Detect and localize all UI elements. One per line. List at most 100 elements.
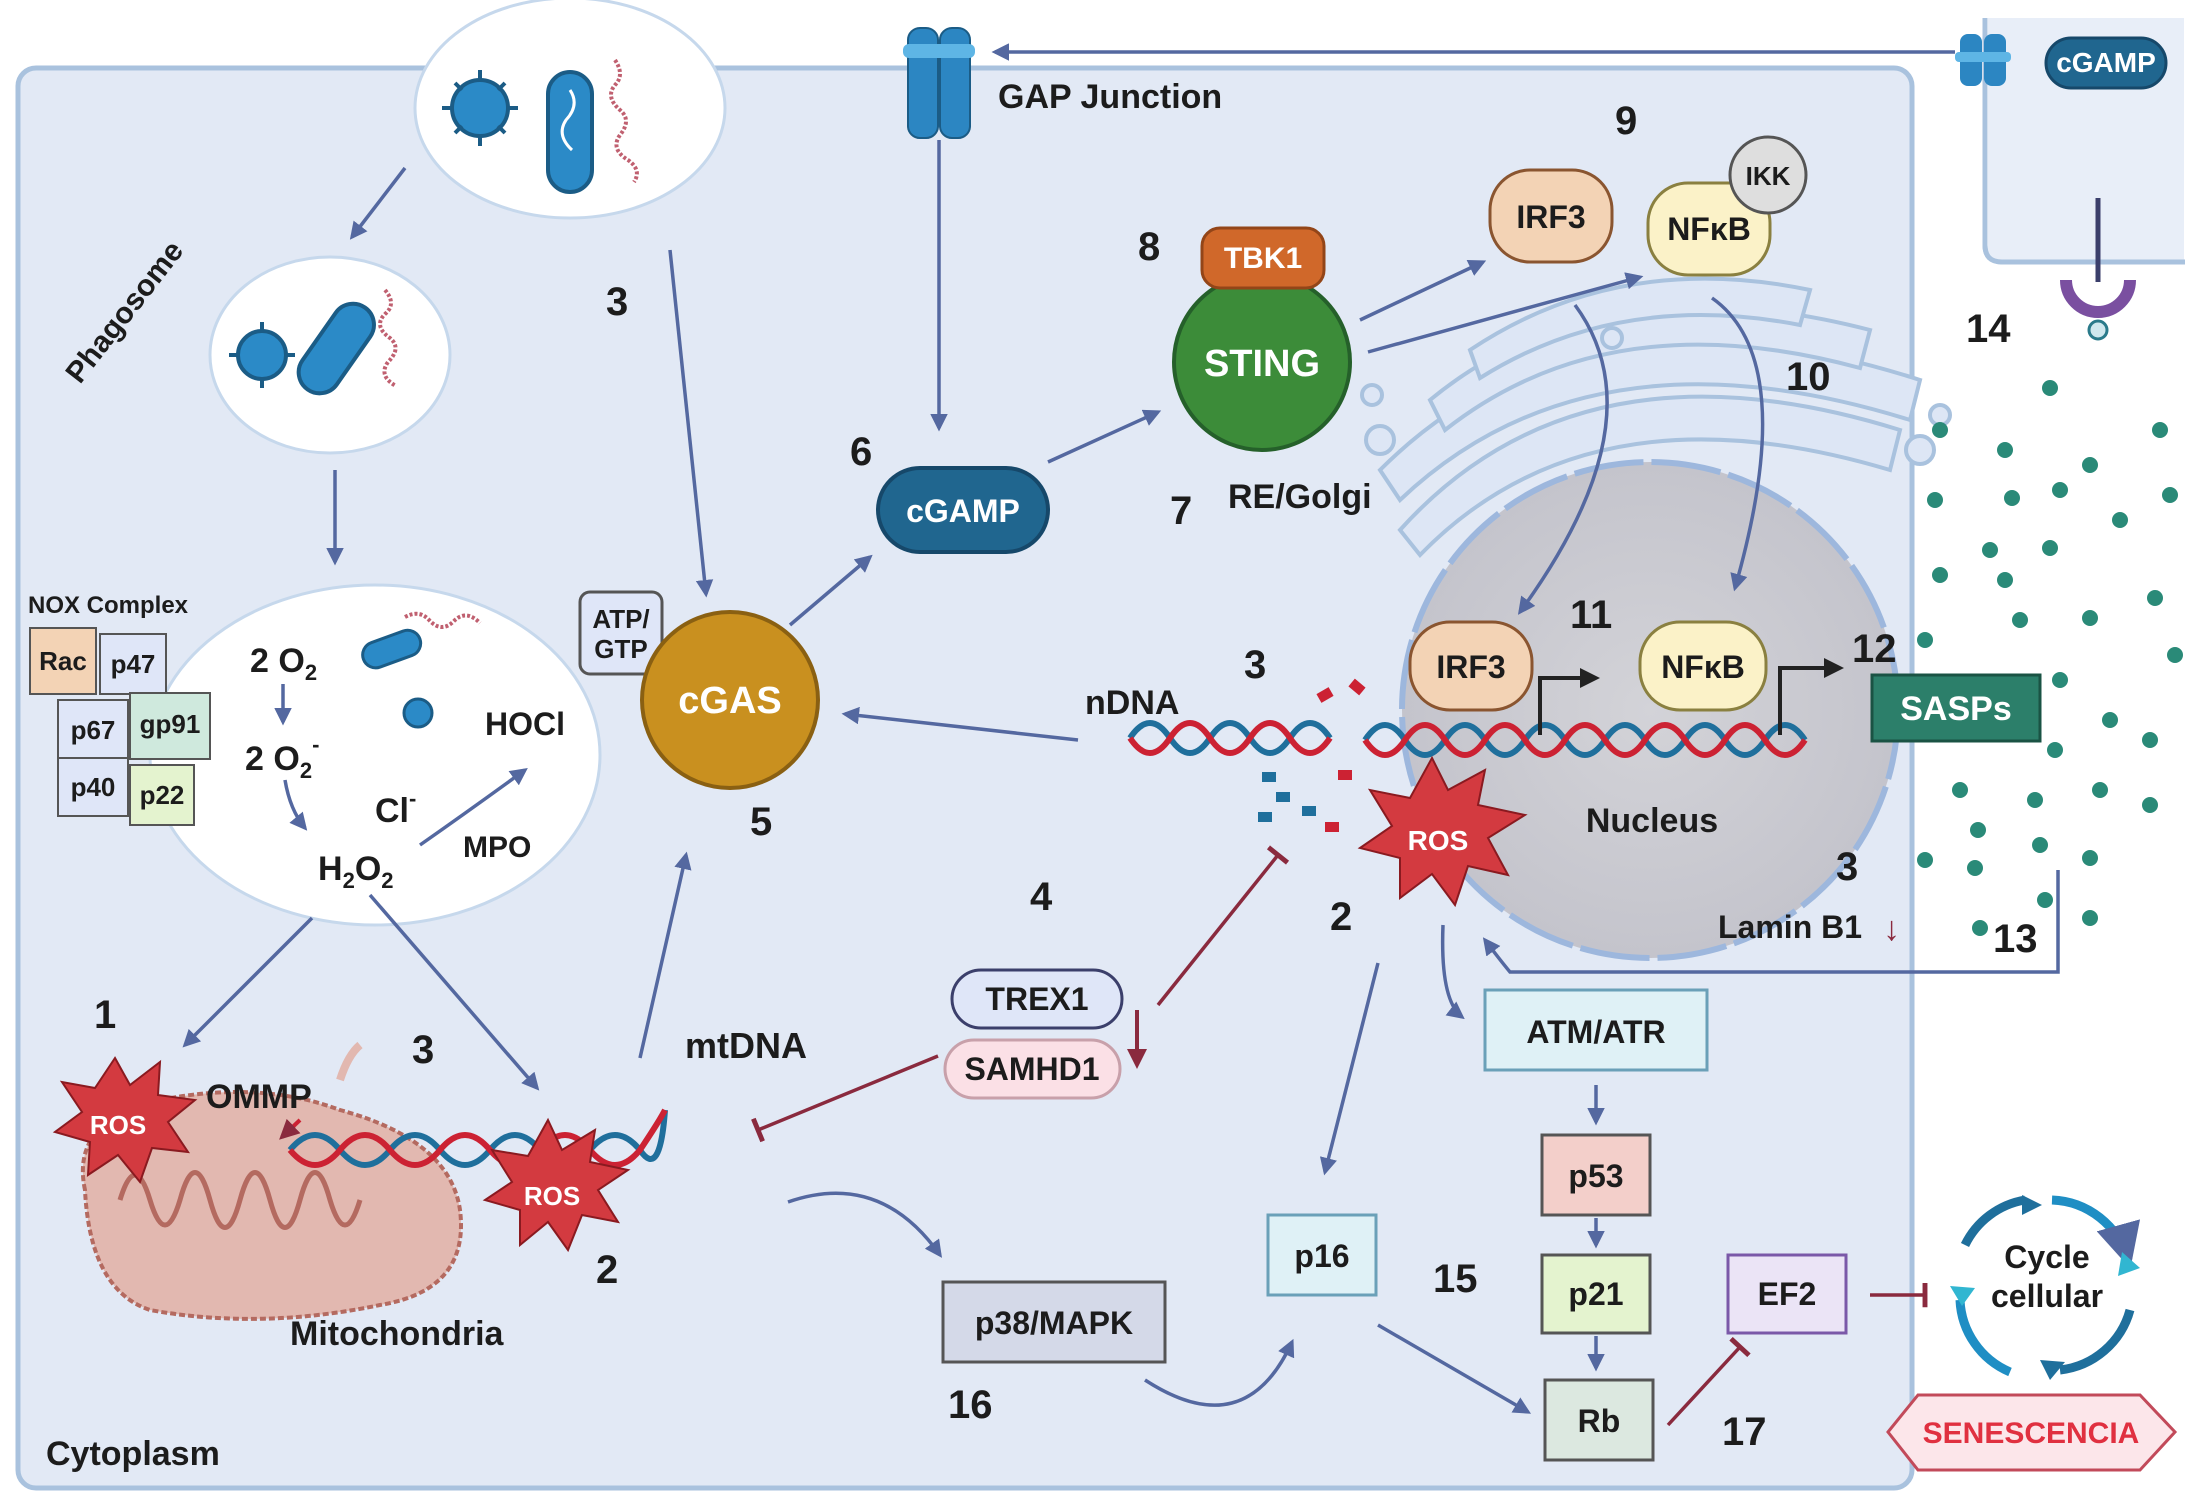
svg-text:Rb: Rb: [1578, 1403, 1621, 1439]
svg-text:p38/MAPK: p38/MAPK: [975, 1305, 1133, 1341]
gap-junction-channel-icon: [903, 27, 975, 139]
svg-text:SENESCENCIA: SENESCENCIA: [1923, 1417, 2140, 1450]
cycle-label-line1: Cycle: [2004, 1239, 2089, 1275]
golgi-icon: [1360, 276, 1952, 559]
rna-strand-icon: [404, 611, 482, 629]
rb-node: Rb: [1543, 1378, 1655, 1462]
gap-junction-label: GAP Junction: [998, 78, 1222, 116]
neighbor-channel-icon: [1955, 34, 2011, 86]
virus-icon: [442, 70, 518, 146]
lamin-b1-label: Lamin B1: [1718, 909, 1862, 945]
svg-text:cGAS: cGAS: [678, 680, 781, 722]
sasps-node: SASPs: [1870, 673, 2042, 743]
rna-strand-icon: [609, 58, 639, 184]
svg-text:p22: p22: [140, 780, 185, 810]
mitochondria-label: Mitochondria: [290, 1315, 505, 1353]
mpo-label: MPO: [463, 831, 531, 864]
nox-complex-label: NOX Complex: [28, 592, 189, 619]
step-6: 6: [850, 430, 872, 474]
ros-burst-icon: ROS: [482, 1117, 631, 1253]
hocl-label: HOCl: [485, 706, 565, 742]
ndna-helix: [1127, 720, 1333, 756]
irf3-node: IRF3: [1488, 168, 1614, 264]
svg-text:Rac: Rac: [39, 646, 87, 676]
svg-text:ROS: ROS: [524, 1181, 580, 1211]
svg-text:EF2: EF2: [1758, 1276, 1817, 1312]
svg-text:IRF3: IRF3: [1436, 649, 1505, 685]
svg-text:SASPs: SASPs: [1900, 690, 2012, 728]
lamin-decrease-arrow: ↓: [1883, 910, 1900, 948]
ef2-node: EF2: [1726, 1253, 1848, 1335]
svg-text:p47: p47: [111, 649, 156, 679]
svg-text:ROS: ROS: [1408, 825, 1469, 856]
cgas-node: cGAS: [640, 610, 820, 790]
svg-text:STING: STING: [1204, 343, 1320, 385]
step-5: 5: [750, 800, 772, 844]
svg-text:gp91: gp91: [140, 709, 201, 739]
ros-burst-icon: ROS: [52, 1056, 198, 1185]
ndna-label: nDNA: [1085, 684, 1179, 722]
svg-text:p16: p16: [1294, 1238, 1349, 1274]
chloride-label: Cl-: [375, 786, 416, 830]
h2o2-label: H2O2: [318, 850, 394, 893]
cgamp-extracellular: cGAMP: [2044, 36, 2168, 90]
step-7: 7: [1170, 489, 1192, 533]
step-17: 17: [1722, 1410, 1767, 1454]
samhd1-inhibits-mtdna: [751, 1054, 939, 1143]
step-numbers: 1 2 2 3 3 3 3 4 5 6 7 8 9 10 11 12 13 14…: [94, 99, 2038, 1454]
nfkb-node: NFκB: [1646, 181, 1772, 277]
step-1: 1: [94, 993, 116, 1037]
cycle-label-line2: cellular: [1991, 1278, 2103, 1314]
svg-text:GTP: GTP: [594, 634, 647, 664]
senescence-badge: SENESCENCIA: [1886, 1393, 2178, 1472]
trex1-inhibits-ndna: [1156, 845, 1290, 1007]
step-13: 13: [1993, 917, 2038, 961]
svg-text:IRF3: IRF3: [1516, 199, 1585, 235]
samhd1-node: SAMHD1: [943, 1038, 1122, 1100]
atp-gtp-box: ATP/ GTP: [578, 590, 664, 676]
svg-text:NFκB: NFκB: [1667, 211, 1751, 247]
virus-icon: [402, 697, 434, 729]
p21-node: p21: [1540, 1253, 1652, 1335]
cell-cycle-icon: [1950, 1195, 2141, 1380]
dna-fragments-icon: [1258, 678, 1366, 832]
rna-strand-icon: [378, 288, 398, 388]
step-2-mito: 2: [596, 1248, 618, 1292]
sasp-particles: [1917, 380, 2183, 936]
nox-subunit-gp91: gp91: [129, 692, 211, 760]
step-10: 10: [1786, 355, 1831, 399]
bacterium-icon: [296, 301, 376, 396]
superoxide-label: 2 O2-: [245, 732, 319, 783]
bacterium-icon: [361, 628, 423, 670]
svg-text:cGAMP: cGAMP: [2056, 47, 2156, 78]
sasp-receptor-icon: [2060, 198, 2136, 341]
svg-text:ROS: ROS: [90, 1110, 146, 1140]
svg-text:ATP/: ATP/: [592, 604, 649, 634]
svg-text:IKK: IKK: [1746, 161, 1791, 191]
ommp-label: OMMP: [206, 1078, 312, 1116]
nuclear-dna-helix: [1362, 722, 1808, 758]
ikk-node: IKK: [1728, 135, 1808, 215]
step-3-lamin: 3: [1836, 845, 1858, 889]
nox-subunit-p40: p40: [57, 757, 129, 817]
nox-subunit-p67: p67: [57, 699, 129, 759]
rb-inhibits-ef2: [1666, 1336, 1751, 1427]
trex1-node: TREX1: [950, 968, 1124, 1030]
p53-node: p53: [1540, 1133, 1652, 1217]
step-9: 9: [1615, 99, 1637, 143]
svg-text:cGAMP: cGAMP: [906, 493, 1020, 529]
svg-text:SAMHD1: SAMHD1: [964, 1051, 1099, 1087]
step-14: 14: [1966, 307, 2011, 351]
nfkb-nuclear-node: NFκB: [1638, 620, 1768, 712]
svg-text:p21: p21: [1568, 1276, 1623, 1312]
step-4: 4: [1030, 875, 1053, 919]
o2-label: 2 O2: [250, 642, 317, 685]
tbk1-node: TBK1: [1200, 226, 1326, 290]
ros-burst-icon: ROS: [1357, 755, 1528, 908]
step-16: 16: [948, 1383, 993, 1427]
svg-text:p53: p53: [1568, 1158, 1623, 1194]
p38-mapk-node: p38/MAPK: [941, 1280, 1167, 1364]
atm-atr-node: ATM/ATR: [1483, 988, 1709, 1072]
mtdna-helix: [287, 1108, 668, 1168]
